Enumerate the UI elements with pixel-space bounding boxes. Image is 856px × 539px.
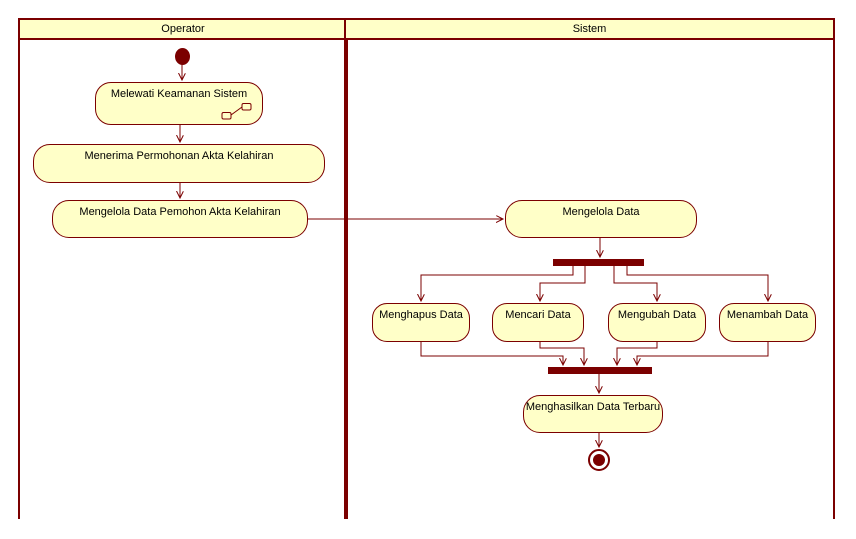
- activity-label: Menghapus Data: [379, 309, 463, 321]
- lane-header-sistem[interactable]: Sistem: [344, 18, 835, 40]
- activity-label: Mencari Data: [505, 309, 571, 321]
- activity-mengubah-data[interactable]: Mengubah Data: [608, 303, 706, 342]
- edge-menghapus-to-join: [420, 342, 563, 365]
- activity-menambah-data[interactable]: Menambah Data: [719, 303, 816, 342]
- lane-divider: [344, 40, 348, 519]
- edge-fork-to-mengubah: [613, 266, 657, 301]
- activity-label: Menambah Data: [726, 309, 809, 321]
- final-node[interactable]: [588, 449, 610, 471]
- edge-mengubah-to-join: [617, 342, 658, 365]
- activity-label: Menghasilkan Data Terbaru: [525, 401, 661, 413]
- activity-label: Mengelola Data: [562, 206, 640, 218]
- activity-menghasilkan-data-terbaru[interactable]: Menghasilkan Data Terbaru: [523, 395, 663, 433]
- initial-node[interactable]: [175, 48, 190, 65]
- activity-label: Mengubah Data: [617, 309, 697, 321]
- edge-menambah-to-join: [637, 342, 769, 365]
- lane-border-right: [833, 40, 835, 519]
- edge-fork-to-mencari: [540, 266, 586, 301]
- edge-mencari-to-join: [539, 342, 584, 365]
- lane-border-left: [18, 40, 20, 519]
- activity-menerima-permohonan[interactable]: Menerima Permohonan Akta Kelahiran: [33, 144, 325, 183]
- activity-label: Menerima Permohonan Akta Kelahiran: [84, 150, 274, 162]
- activity-menghapus-data[interactable]: Menghapus Data: [372, 303, 470, 342]
- link-icon: [221, 103, 252, 120]
- fork-bar[interactable]: [553, 259, 644, 266]
- lane-header-operator[interactable]: Operator: [18, 18, 348, 40]
- join-bar[interactable]: [548, 367, 652, 374]
- edge-fork-to-menghapus: [421, 266, 574, 301]
- edge-fork-to-menambah: [626, 266, 768, 301]
- activity-melewati-keamanan-sistem[interactable]: Melewati Keamanan Sistem: [95, 82, 263, 125]
- activity-label: Mengelola Data Pemohon Akta Kelahiran: [79, 206, 281, 218]
- activity-mengelola-data[interactable]: Mengelola Data: [505, 200, 697, 238]
- activity-mencari-data[interactable]: Mencari Data: [492, 303, 584, 342]
- activity-mengelola-data-pemohon[interactable]: Mengelola Data Pemohon Akta Kelahiran: [52, 200, 308, 238]
- activity-label: Melewati Keamanan Sistem: [110, 88, 248, 100]
- final-node-dot: [593, 454, 605, 466]
